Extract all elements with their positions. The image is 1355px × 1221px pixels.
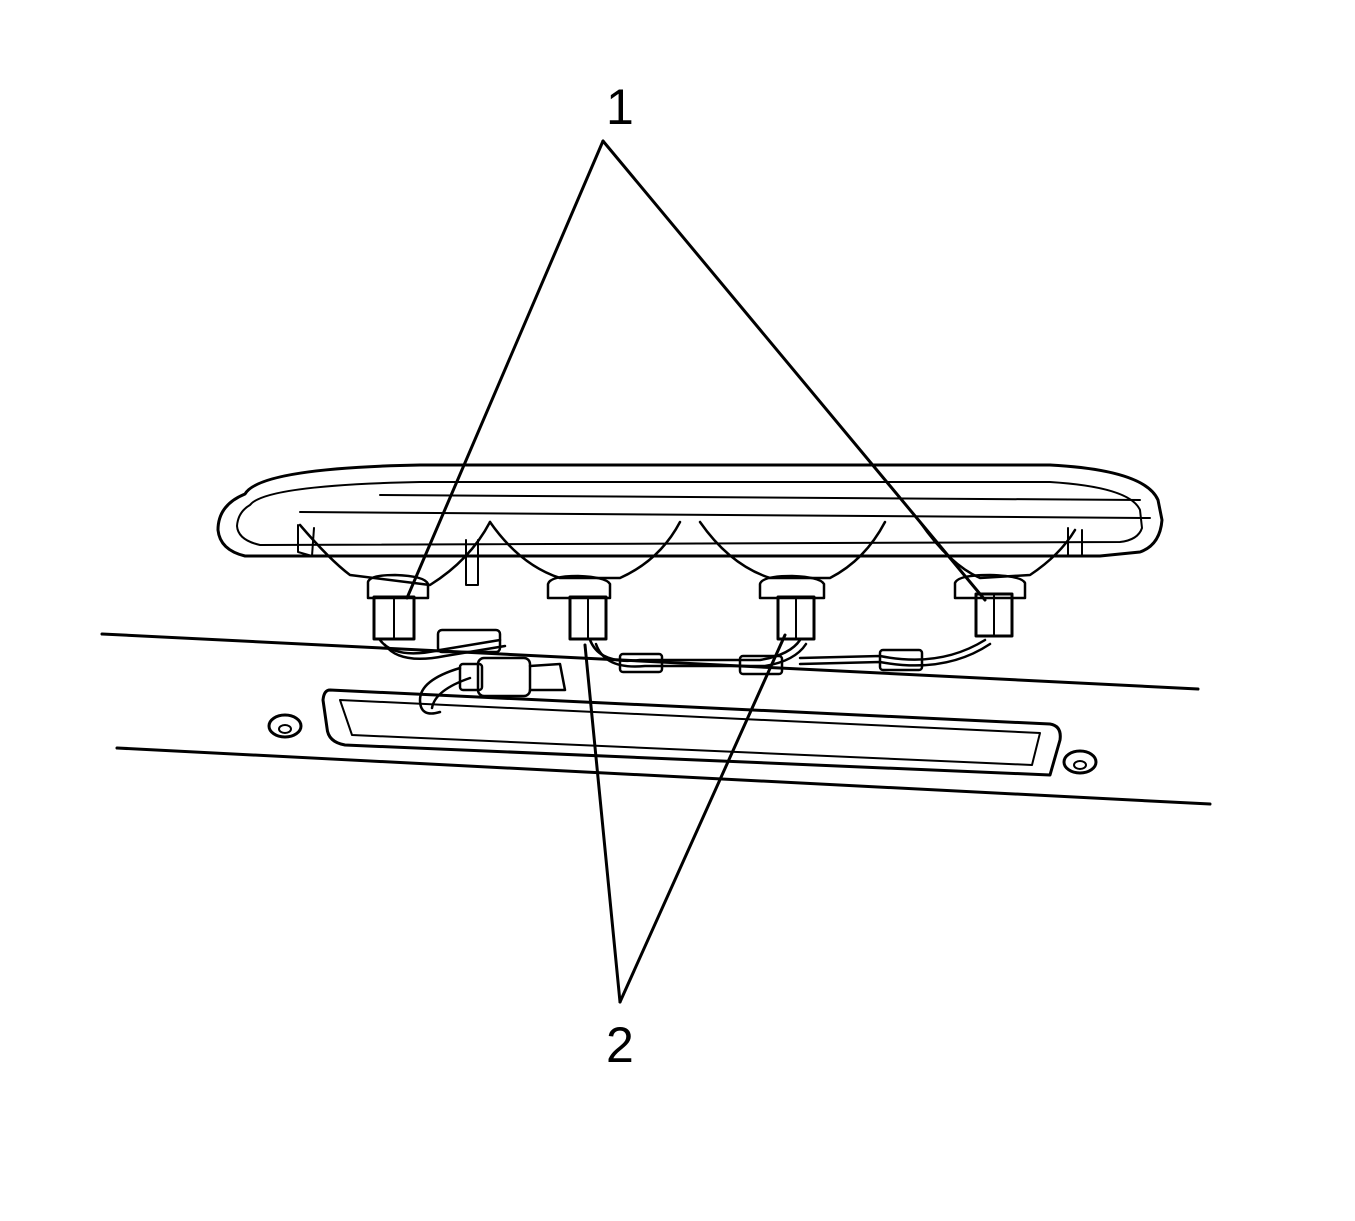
bulb-socket-2 [546, 574, 612, 641]
panel-edges [100, 632, 1212, 806]
panel-slot [321, 688, 1062, 777]
wiring-harness [378, 628, 992, 715]
mounting-stud-left [267, 713, 303, 739]
bulb-socket-4 [953, 573, 1027, 638]
bulb-socket-1 [366, 573, 430, 641]
callout-label-2: 2 [606, 1017, 634, 1073]
leader-lines-callout-2 [583, 633, 787, 1004]
lamp-housing [216, 463, 1164, 586]
callout-label-1: 1 [606, 79, 634, 135]
bulb-socket-3 [758, 574, 826, 641]
leader-lines-callout-1 [405, 139, 987, 602]
mounting-stud-right [1062, 749, 1098, 775]
